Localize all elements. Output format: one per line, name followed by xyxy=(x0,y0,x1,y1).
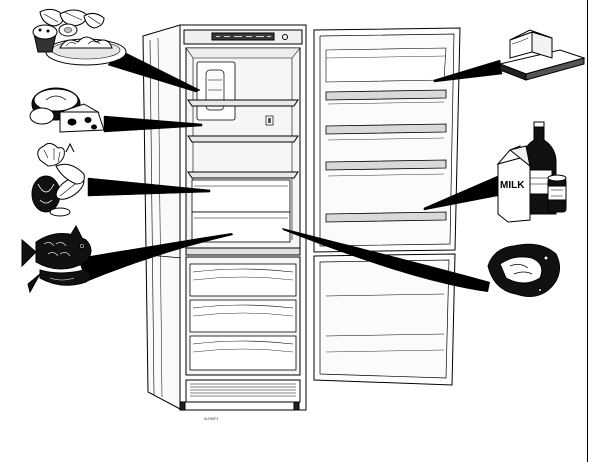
cheese-pointer xyxy=(103,115,203,133)
page-border-line xyxy=(587,0,588,462)
fridge-cabinet xyxy=(142,24,307,411)
butter-icon xyxy=(498,29,586,81)
fish-pointer xyxy=(78,233,233,282)
meat-pointer xyxy=(282,228,490,292)
upper-door xyxy=(313,27,461,253)
milk-and-bottles-icon: MILK xyxy=(496,121,567,223)
lower-door xyxy=(313,253,456,386)
part-code-label: 0U3MF4 xyxy=(204,417,219,421)
milk-carton-label: MILK xyxy=(500,180,525,191)
fish-icon xyxy=(21,224,92,294)
vegetables-icon xyxy=(31,142,85,217)
meat-icon xyxy=(487,243,560,297)
cheese-icon xyxy=(29,87,105,133)
curved-pointers xyxy=(78,228,490,292)
vegetables-pointer xyxy=(87,177,211,197)
pastries-icon xyxy=(32,8,127,66)
pointer-wedges xyxy=(87,49,503,211)
